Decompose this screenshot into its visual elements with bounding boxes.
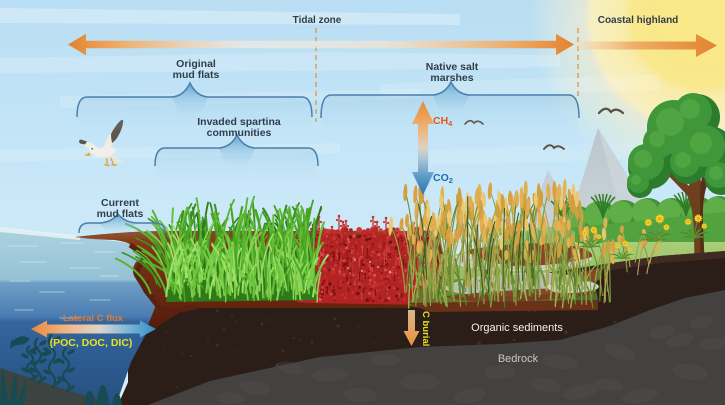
svg-text:Tidal zone: Tidal zone [293,15,342,26]
svg-text:Current: Current [101,197,139,209]
svg-text:Organic sediments: Organic sediments [471,322,563,334]
svg-text:Native salt: Native salt [426,61,479,73]
svg-text:communities: communities [207,127,272,139]
svg-text:Bedrock: Bedrock [498,353,539,365]
svg-text:Lateral C flux: Lateral C flux [63,313,124,324]
svg-text:mud flats: mud flats [97,208,144,220]
svg-text:marshes: marshes [430,72,473,84]
svg-text:mud flats: mud flats [173,69,220,81]
svg-text:Invaded spartina: Invaded spartina [197,116,281,128]
svg-text:C burial: C burial [420,311,431,346]
svg-text:CH4: CH4 [433,115,453,128]
svg-text:(POC, DOC, DIC): (POC, DOC, DIC) [50,337,133,349]
svg-text:Coastal highland: Coastal highland [598,15,679,26]
svg-text:Original: Original [176,58,216,70]
svg-text:CO2: CO2 [433,172,453,185]
